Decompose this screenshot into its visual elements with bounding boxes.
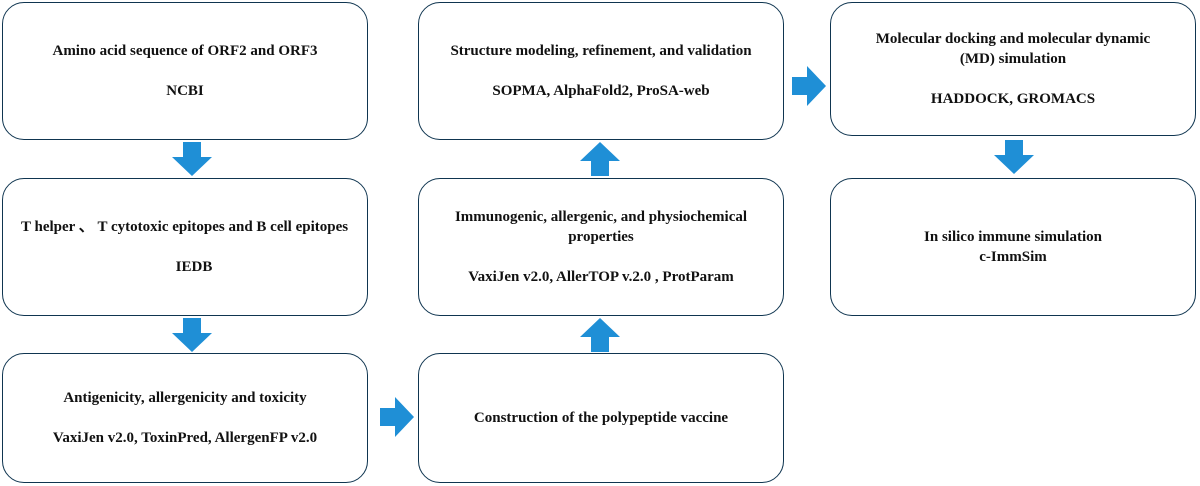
arrow-down-icon bbox=[994, 140, 1034, 174]
box-title-line1: Immunogenic, allergenic, and physiochemi… bbox=[454, 208, 748, 225]
box-vaccine-construction: Construction of the polypeptide vaccine bbox=[418, 353, 784, 483]
box-epitope-screening: Antigenicity, allergenicity and toxicity… bbox=[2, 353, 368, 483]
box-tools: c-ImmSim bbox=[979, 249, 1047, 265]
box-tools: HADDOCK, GROMACS bbox=[930, 91, 1096, 108]
box-tools: NCBI bbox=[166, 83, 204, 99]
box-tools: VaxiJen v2.0, AllerTOP v.2.0 , ProtParam bbox=[468, 269, 734, 286]
box-structure-modeling: Structure modeling, refinement, and vali… bbox=[418, 2, 784, 140]
box-sequence-retrieval: Amino acid sequence of ORF2 and ORF3 NCB… bbox=[2, 2, 368, 140]
box-tools: IEDB bbox=[175, 259, 213, 275]
arrow-right-icon bbox=[380, 397, 414, 437]
box-immune-simulation: In silico immune simulation c-ImmSim bbox=[830, 178, 1196, 316]
arrow-down-icon bbox=[172, 318, 212, 352]
box-title-line2: (MD) simulation bbox=[959, 50, 1067, 67]
arrow-up-icon bbox=[580, 318, 620, 352]
box-tools: VaxiJen v2.0, ToxinPred, AllergenFP v2.0 bbox=[52, 430, 318, 446]
box-title: Construction of the polypeptide vaccine bbox=[473, 409, 729, 426]
box-title: T helper 、 T cytotoxic epitopes and B ce… bbox=[21, 218, 349, 235]
box-title: Amino acid sequence of ORF2 and ORF3 bbox=[52, 42, 318, 59]
box-title: Structure modeling, refinement, and vali… bbox=[450, 42, 752, 59]
box-property-evaluation: Immunogenic, allergenic, and physiochemi… bbox=[418, 178, 784, 316]
box-docking-md: Molecular docking and molecular dynamic … bbox=[830, 2, 1196, 136]
box-title-line2: properties bbox=[568, 228, 634, 245]
arrow-down-icon bbox=[172, 142, 212, 176]
box-title: In silico immune simulation bbox=[924, 228, 1102, 245]
box-title-line1: Molecular docking and molecular dynamic bbox=[875, 30, 1151, 47]
box-tools: SOPMA, AlphaFold2, ProSA-web bbox=[492, 83, 710, 99]
box-epitope-prediction: T helper 、 T cytotoxic epitopes and B ce… bbox=[2, 178, 368, 316]
arrow-up-icon bbox=[580, 142, 620, 176]
box-title: Antigenicity, allergenicity and toxicity bbox=[63, 389, 307, 406]
arrow-right-icon bbox=[792, 66, 826, 106]
